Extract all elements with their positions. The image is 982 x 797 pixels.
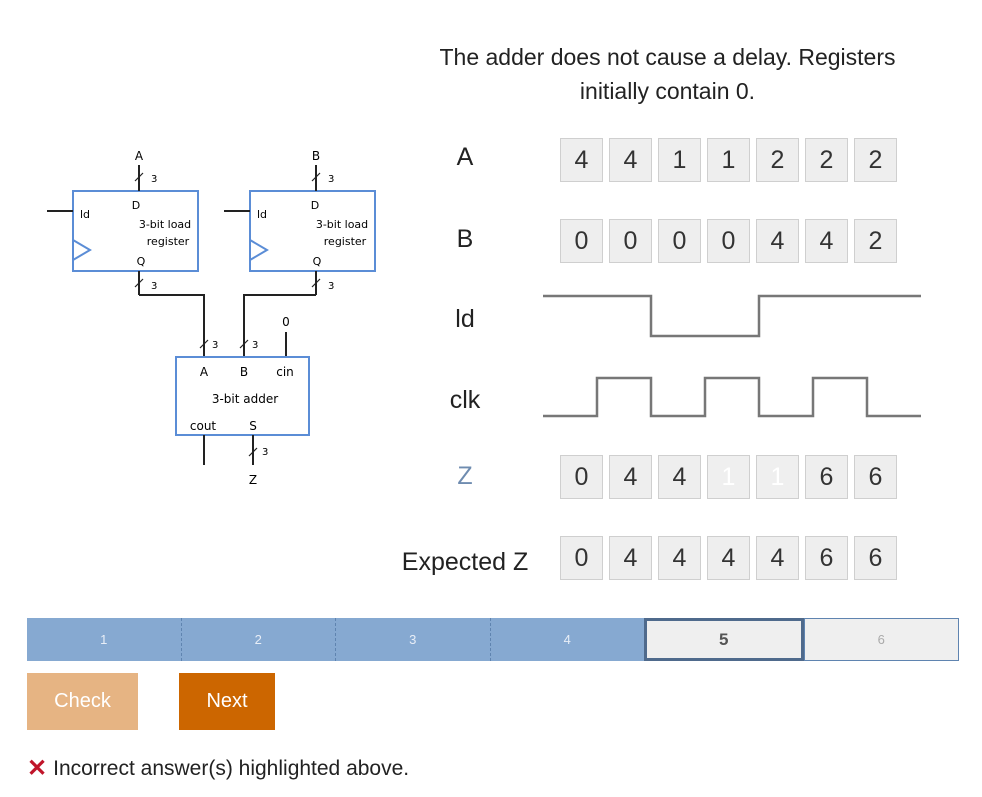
ld-wave-line <box>543 294 921 338</box>
progress-bar: 1 2 3 4 5 6 <box>27 618 959 661</box>
progress-step-5[interactable]: 5 <box>644 618 804 661</box>
progress-step-3[interactable]: 3 <box>336 618 491 661</box>
row-b-cells: 0 0 0 0 4 4 2 <box>560 219 897 263</box>
progress-step-6[interactable]: 6 <box>803 618 959 661</box>
register-b-title1: 3-bit load <box>316 218 368 231</box>
register-b-d: D <box>311 199 319 212</box>
z-input-cell[interactable]: 1 <box>707 455 750 499</box>
register-a-ld: ld <box>80 208 90 221</box>
row-b-cell: 4 <box>805 219 848 263</box>
row-a-cell: 1 <box>707 138 750 182</box>
row-label-clk: clk <box>449 386 481 414</box>
row-label-z: Z <box>457 462 473 490</box>
circuit-diagram: ld D 3-bit load register Q A 3 3 ld D 3-… <box>47 149 376 487</box>
adder-a-label: A <box>200 365 209 379</box>
register-b-title2: register <box>324 235 367 248</box>
z-input-cell[interactable]: 6 <box>805 455 848 499</box>
adder-cin-label: cin <box>276 365 294 379</box>
progress-step-1[interactable]: 1 <box>27 618 182 661</box>
row-a-cell: 2 <box>854 138 897 182</box>
adder-cout-label: cout <box>190 419 217 433</box>
register-b-q: Q <box>313 255 322 268</box>
row-expected-z-cells: 0 4 4 4 4 6 6 <box>560 536 897 580</box>
adder: A B cin 3-bit adder cout S <box>175 356 310 436</box>
row-label-a: A <box>456 143 474 171</box>
next-button[interactable]: Next <box>179 673 275 730</box>
row-a-cell: 2 <box>805 138 848 182</box>
expected-z-cell: 6 <box>805 536 848 580</box>
progress-step-4[interactable]: 4 <box>490 618 644 661</box>
row-label-ld: ld <box>455 305 475 333</box>
register-b-ld: ld <box>257 208 267 221</box>
progress-step-2[interactable]: 2 <box>181 618 336 661</box>
expected-z-cell: 6 <box>854 536 897 580</box>
adder-s-label: S <box>249 419 257 433</box>
z-input-cell[interactable]: 0 <box>560 455 603 499</box>
expected-z-cell: 4 <box>707 536 750 580</box>
register-b-input-label: B <box>312 149 320 163</box>
expected-z-cell: 4 <box>658 536 701 580</box>
row-a-cells: 4 4 1 1 2 2 2 <box>560 138 897 182</box>
register-a-input-label: A <box>135 149 144 163</box>
register-a-title1: 3-bit load <box>139 218 191 231</box>
register-b-width: 3 <box>328 174 334 185</box>
row-b-cell: 2 <box>854 219 897 263</box>
register-a-q: Q <box>137 255 146 268</box>
clk-wave-line <box>543 376 921 418</box>
register-a-out-width: 3 <box>151 281 157 292</box>
expected-z-cell: 0 <box>560 536 603 580</box>
z-input-cell[interactable]: 4 <box>658 455 701 499</box>
row-a-cell: 4 <box>560 138 603 182</box>
expected-z-cell: 4 <box>609 536 652 580</box>
row-b-cell: 4 <box>756 219 799 263</box>
instruction-text: The adder does not cause a delay. Regist… <box>439 44 896 104</box>
adder-b-width: 3 <box>252 340 258 351</box>
adder-b-label: B <box>240 365 248 379</box>
row-b-cell: 0 <box>609 219 652 263</box>
row-label-expected-z: Expected Z <box>401 548 529 576</box>
register-a-d: D <box>132 199 140 212</box>
row-b-cell: 0 <box>560 219 603 263</box>
adder-s-width: 3 <box>262 447 268 458</box>
row-a-cell: 1 <box>658 138 701 182</box>
status-message-row: ✕ Incorrect answer(s) highlighted above. <box>27 754 409 783</box>
row-a-cell: 4 <box>609 138 652 182</box>
adder-a-width: 3 <box>212 340 218 351</box>
check-button[interactable]: Check <box>27 673 138 730</box>
register-b-out-width: 3 <box>328 281 334 292</box>
register-a-width: 3 <box>151 174 157 185</box>
row-a-cell: 2 <box>756 138 799 182</box>
expected-z-cell: 4 <box>756 536 799 580</box>
register-b: ld D 3-bit load register Q B 3 3 <box>224 149 376 295</box>
z-input-cell[interactable]: 6 <box>854 455 897 499</box>
row-b-cell: 0 <box>707 219 750 263</box>
x-icon: ✕ <box>27 755 48 782</box>
clk-waveform <box>543 376 921 418</box>
z-input-cell[interactable]: 1 <box>756 455 799 499</box>
register-a-title2: register <box>147 235 190 248</box>
adder-title: 3-bit adder <box>212 392 278 406</box>
ld-waveform <box>543 294 921 338</box>
row-label-b: B <box>456 225 474 253</box>
row-b-cell: 0 <box>658 219 701 263</box>
adder-output-label: Z <box>249 473 257 487</box>
adder-cin-value: 0 <box>282 315 290 329</box>
status-message: Incorrect answer(s) highlighted above. <box>53 756 410 780</box>
row-z-cells: 0 4 4 1 1 6 6 <box>560 455 897 499</box>
z-input-cell[interactable]: 4 <box>609 455 652 499</box>
register-a: ld D 3-bit load register Q A 3 3 <box>47 149 199 295</box>
